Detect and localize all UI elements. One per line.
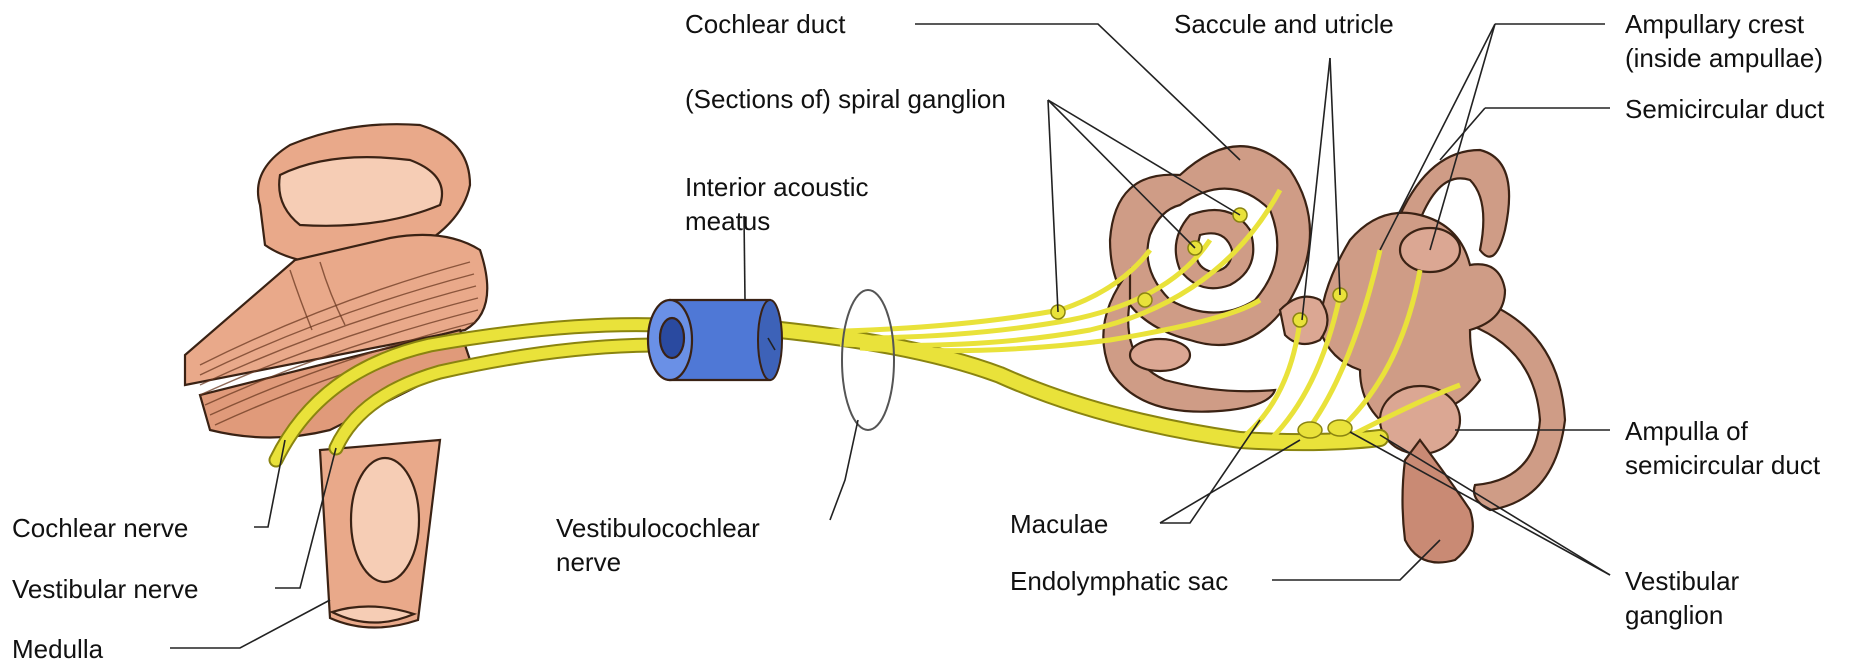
label-endolymphatic-sac: Endolymphatic sac [1010,566,1228,596]
label-semicircular-duct: Semicircular duct [1625,94,1825,124]
posterior-duct-shape [1470,300,1565,510]
label-ampullary-crest-line1: Ampullary crest [1625,9,1805,39]
label-medulla: Medulla [12,634,104,664]
label-vestibular-ganglion-line2: ganglion [1625,600,1723,630]
label-interior-meatus-line1: Interior acoustic [685,172,869,202]
label-ampulla-line2: semicircular duct [1625,450,1821,480]
label-cochlear-nerve: Cochlear nerve [12,513,188,543]
label-vestibular-nerve: Vestibular nerve [12,574,198,604]
label-saccule-utricle: Saccule and utricle [1174,9,1394,39]
label-ampulla-line1: Ampulla of [1625,416,1749,446]
inner-ear [1103,146,1565,562]
label-vestibular-ganglion-line1: Vestibular [1625,566,1740,596]
label-spiral-ganglion: (Sections of) spiral ganglion [685,84,1006,114]
endolymphatic-sac-shape [1403,440,1473,563]
label-vestibulocochlear-line2: nerve [556,547,621,577]
label-interior-meatus-line2: meatus [685,206,770,236]
vestibulocochlear-sheath [842,290,894,430]
olive-bulge [351,458,419,582]
interior-acoustic-meatus [648,300,782,380]
label-vestibulocochlear-line1: Vestibulocochlear [556,513,760,543]
label-maculae: Maculae [1010,509,1108,539]
label-cochlear-duct: Cochlear duct [685,9,846,39]
label-ampullary-crest-line2: (inside ampullae) [1625,43,1823,73]
